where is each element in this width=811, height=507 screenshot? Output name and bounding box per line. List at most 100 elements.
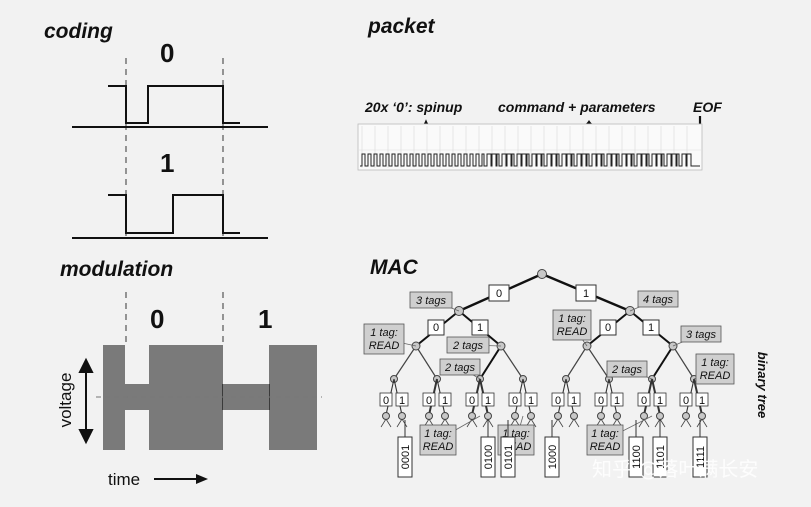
branch-box-rl: 0: [599, 319, 617, 336]
branch-label-rr: 1: [648, 322, 654, 334]
tag-note-text: 2 tags: [452, 340, 483, 352]
leaf-branch-box: [594, 392, 608, 407]
leaf-branch-label: 0: [383, 395, 389, 407]
tag-note-text: 2 tags: [444, 362, 475, 374]
tree-leaf-node: [656, 412, 664, 420]
branch-label-rl: 0: [605, 322, 611, 334]
tag-note-text: 1 tag:: [424, 428, 452, 440]
voltage-label: voltage: [56, 373, 75, 428]
leaf-branch-box: [637, 392, 651, 407]
leaf-branch-box: [551, 392, 565, 407]
leaf-branch-label: 0: [426, 395, 432, 407]
tag-id-box: [500, 436, 516, 478]
leaf-branch-label: 1: [614, 395, 620, 407]
leaf-branch-label: 0: [683, 395, 689, 407]
tag-note-box: [419, 424, 457, 456]
leaf-branch-label: 0: [512, 395, 518, 407]
coding-waveform-0: [108, 85, 240, 124]
tag-id-box: [692, 436, 708, 478]
coding-waveform-1: [108, 194, 240, 234]
modulation-guides: [125, 292, 224, 346]
coding-label-1: 1: [160, 148, 174, 178]
watermark: 知乎 @落叶满长安: [592, 457, 758, 481]
tree-leaf-node: [597, 412, 605, 420]
tag-id-box: [480, 436, 496, 478]
tag-id-label: 1101: [655, 445, 667, 469]
tag-note-text: READ: [369, 340, 400, 352]
tree-leaf-node: [570, 412, 578, 420]
branch-label-right: 1: [583, 288, 589, 300]
tag-note-text: 3 tags: [416, 295, 446, 307]
tag-note-text: 2 tags: [611, 364, 642, 376]
leaf-branch-label: 0: [555, 395, 561, 407]
branch-label-left: 0: [496, 288, 502, 300]
leaf-branch-box: [465, 392, 479, 407]
tag-id-label: 1100: [631, 445, 643, 469]
tag-id-label: 0100: [483, 445, 495, 469]
leaf-branch-label: 0: [469, 395, 475, 407]
leaf-branch-box: [653, 392, 667, 407]
leaf-branch-box: [567, 392, 581, 407]
tag-note-box: [552, 309, 592, 341]
branch-box-right: 1: [575, 284, 597, 302]
packet-title: packet: [367, 15, 436, 38]
mac-title: MAC: [370, 256, 419, 279]
coding-title: coding: [44, 20, 113, 43]
tag-id-box: [397, 436, 413, 478]
tag-note-box: [409, 291, 453, 309]
leaf-branch-label: 1: [528, 395, 534, 407]
tree-leaf-node: [398, 412, 406, 420]
leaf-branch-label: 0: [641, 395, 647, 407]
tree-leaf-node: [613, 412, 621, 420]
tag-note-box: [680, 325, 722, 343]
coding-label-0: 0: [160, 38, 174, 68]
spinup-label: 20x ‘0’: spinup: [364, 99, 463, 115]
tag-note-box: [695, 353, 735, 385]
leaf-branch-box: [695, 392, 709, 407]
tree-leaf-node: [682, 412, 690, 420]
leaf-branch-box: [481, 392, 495, 407]
tag-note-box: [363, 323, 405, 355]
command-label: command + parameters: [498, 99, 656, 115]
tag-note-text: READ: [700, 370, 731, 382]
tag-note-box: [606, 360, 648, 378]
tree-leaf-node: [441, 412, 449, 420]
tag-note-text: READ: [590, 441, 621, 453]
leaf-branch-label: 1: [442, 395, 448, 407]
tag-note-box: [446, 336, 490, 354]
branch-box-left: 0: [488, 284, 510, 302]
leaf-branch-box: [610, 392, 624, 407]
leaf-branch-box: [395, 392, 409, 407]
tag-note-text: 4 tags: [643, 294, 673, 306]
tag-id-box: [628, 436, 644, 478]
tag-id-label: 0001: [400, 445, 412, 469]
leaf-branch-box: [379, 392, 393, 407]
time-label: time: [108, 470, 140, 489]
packet-signal: [357, 123, 703, 171]
tree-leaf-node: [425, 412, 433, 420]
binary-tree-label: binary tree: [755, 352, 770, 418]
branch-box-lr: 1: [471, 319, 489, 336]
leaf-branch-label: 1: [657, 395, 663, 407]
eof-label: EOF: [693, 99, 722, 115]
tag-note-text: 1 tag:: [701, 357, 729, 369]
modulation-label-1: 1: [258, 304, 272, 334]
leaf-branch-box: [679, 392, 693, 407]
tag-note-text: READ: [557, 326, 588, 338]
tree-leaf-node: [382, 412, 390, 420]
coding-baselines: [72, 126, 268, 239]
branch-label-ll: 0: [433, 322, 439, 334]
tag-note-text: 1 tag:: [558, 313, 586, 325]
tree-leaf-node: [554, 412, 562, 420]
tree-leaf-node: [527, 412, 535, 420]
tag-note-box: [637, 290, 679, 308]
branch-box-rr: 1: [642, 319, 660, 336]
tree-leaf-node: [468, 412, 476, 420]
branch-box-ll: 0: [427, 319, 445, 336]
branch-label-lr: 1: [477, 322, 483, 334]
voltage-arrow: [78, 357, 94, 445]
tag-id-box: [652, 436, 668, 478]
